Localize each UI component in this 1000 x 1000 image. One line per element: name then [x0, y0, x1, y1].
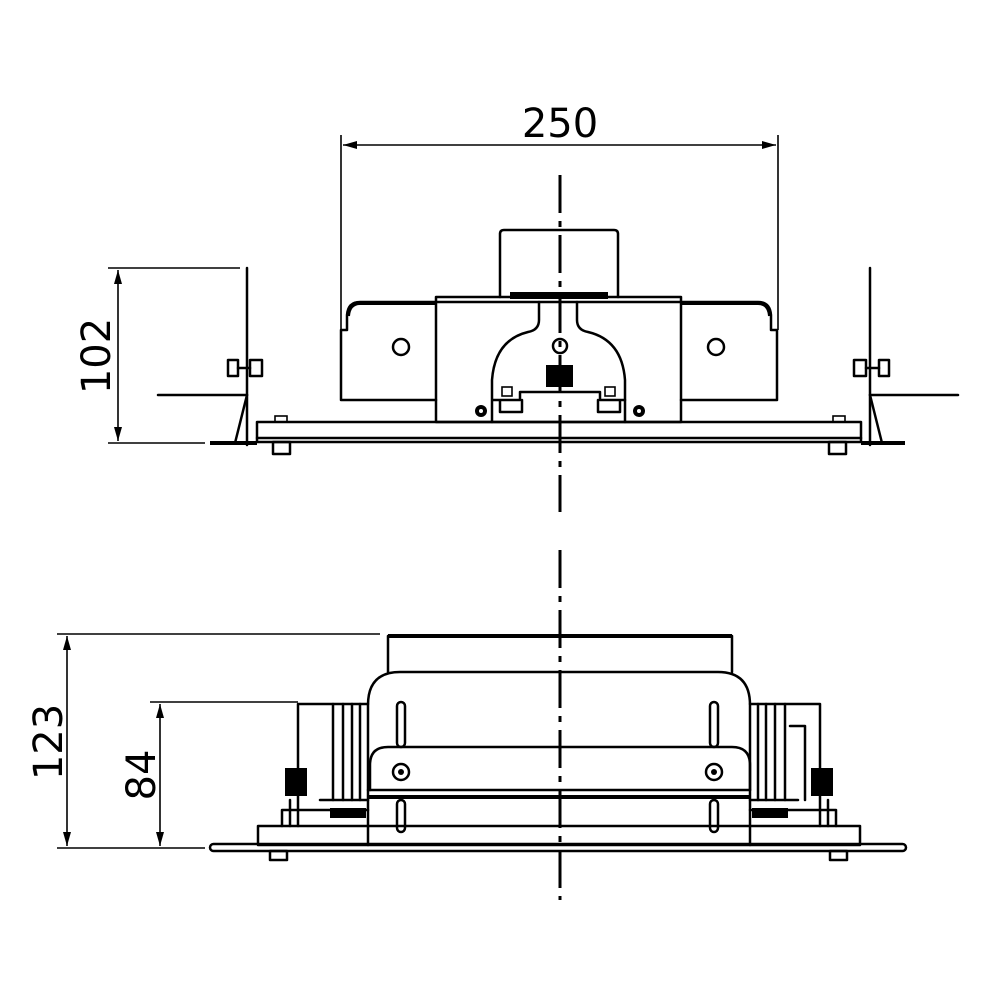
top-view: 250 102 [74, 101, 960, 512]
housing-side [366, 670, 752, 847]
dimension-label-84: 84 [119, 750, 165, 801]
left-bracket [339, 300, 438, 402]
center-screw-icon [551, 337, 569, 355]
left-foot [271, 440, 292, 456]
dimension-label-250: 250 [522, 101, 598, 147]
ceiling-flange [208, 842, 908, 853]
left-spring-clip [156, 266, 264, 447]
right-mount-hole-icon [706, 337, 726, 357]
mount-bar [368, 745, 752, 792]
right-foot [827, 440, 848, 456]
left-screw-icon [391, 762, 411, 782]
base-plate [255, 420, 863, 444]
right-foot-side [828, 849, 849, 862]
terminal-block [546, 365, 573, 387]
left-heatsink-fins [280, 702, 370, 828]
dimension-123: 123 [26, 633, 380, 849]
dimension-84: 84 [119, 701, 298, 846]
top-junction-box [498, 228, 620, 299]
right-spring-clip [852, 266, 960, 447]
dimension-102: 102 [74, 267, 240, 444]
right-screw-icon [704, 762, 724, 782]
left-foot-side [268, 849, 289, 862]
dimension-label-102: 102 [74, 318, 120, 394]
right-heatsink-fins [748, 702, 838, 828]
side-view: 123 84 [26, 550, 908, 900]
arch-bracket [490, 300, 627, 424]
left-mount-hole-icon [391, 337, 411, 357]
dimension-250: 250 [340, 101, 779, 330]
dimension-label-123: 123 [26, 704, 72, 780]
base-plate-side [256, 824, 862, 847]
right-bracket [679, 300, 779, 402]
